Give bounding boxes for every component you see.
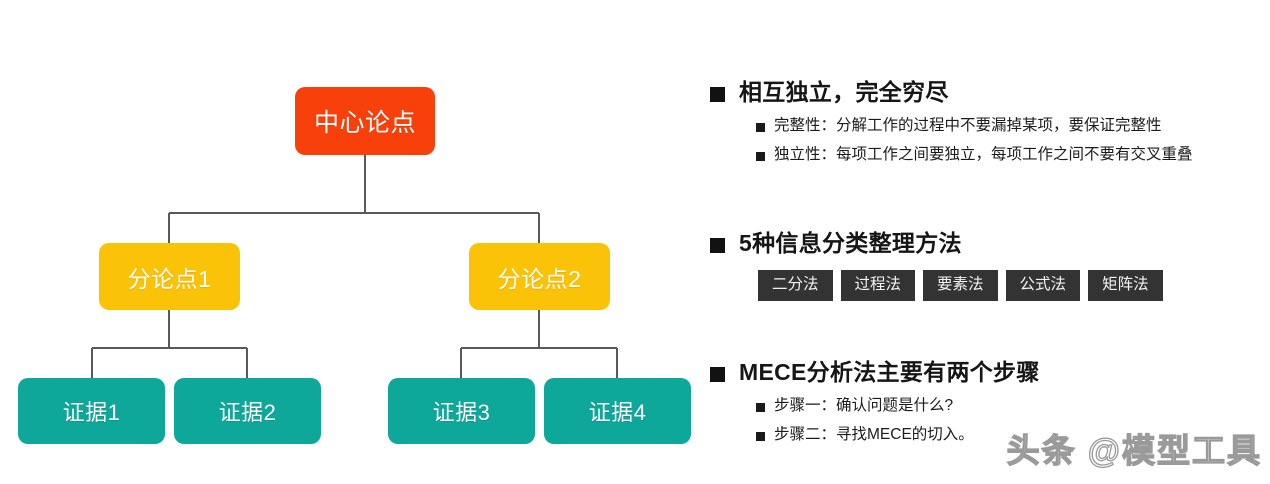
section-3-item-2: 步骤二：寻找MECE的切入。	[774, 425, 974, 443]
bullet-square-small-icon	[756, 151, 765, 161]
section-3-sub-list: 步骤一：确认问题是什么? 步骤二：寻找MECE的切入。	[710, 396, 1270, 446]
list-item: 完整性：分解工作的过程中不要漏掉某项，要保证完整性	[756, 116, 1270, 137]
outline-section-2: 5种信息分类整理方法 二分法 过程法 要素法 公式法 矩阵法	[710, 229, 1270, 302]
method-chip-1[interactable]: 二分法	[758, 269, 833, 302]
node-leaf-2[interactable]: 证据2	[174, 378, 321, 444]
node-leaf-4[interactable]: 证据4	[544, 378, 691, 444]
list-item: 步骤二：寻找MECE的切入。	[756, 425, 1270, 446]
node-branch-1[interactable]: 分论点1	[99, 243, 240, 310]
node-root[interactable]: 中心论点	[295, 87, 435, 155]
bullet-square-small-icon	[756, 122, 765, 132]
node-leaf-4-label: 证据4	[588, 400, 647, 425]
bullet-square-small-icon	[756, 431, 765, 441]
section-3-heading-row: MECE分析法主要有两个步骤	[710, 358, 1270, 387]
outline-panel: 相互独立，完全穷尽 完整性：分解工作的过程中不要漏掉某项，要保证完整性 独立性：…	[710, 0, 1270, 484]
outline-section-1: 相互独立，完全穷尽 完整性：分解工作的过程中不要漏掉某项，要保证完整性 独立性：…	[710, 78, 1270, 174]
section-1-item-1: 完整性：分解工作的过程中不要漏掉某项，要保证完整性	[774, 116, 1162, 134]
method-chip-4[interactable]: 公式法	[1005, 269, 1081, 302]
section-3-heading: MECE分析法主要有两个步骤	[739, 359, 1040, 385]
node-leaf-1-label: 证据1	[62, 400, 121, 425]
node-branch-2[interactable]: 分论点2	[469, 243, 610, 310]
section-1-heading-row: 相互独立，完全穷尽	[710, 78, 1270, 107]
section-1-item-2: 独立性：每项工作之间要独立，每项工作之间不要有交叉重叠	[774, 145, 1193, 163]
section-1-heading: 相互独立，完全穷尽	[739, 79, 949, 105]
node-leaf-2-label: 证据2	[218, 400, 277, 425]
bullet-square-icon	[710, 87, 725, 102]
node-branch-2-label: 分论点2	[497, 265, 582, 292]
bullet-square-small-icon	[756, 402, 765, 412]
method-chip-2[interactable]: 过程法	[840, 269, 916, 302]
node-leaf-3-label: 证据3	[432, 400, 491, 425]
bullet-square-icon	[710, 367, 725, 382]
method-chip-3[interactable]: 要素法	[923, 269, 998, 302]
connector-lines	[91, 155, 618, 378]
method-chip-5[interactable]: 矩阵法	[1088, 269, 1163, 302]
bullet-square-icon	[710, 238, 725, 253]
node-root-label: 中心论点	[313, 109, 416, 137]
section-2-heading-row: 5种信息分类整理方法	[710, 229, 1270, 258]
list-item: 步骤一：确认问题是什么?	[756, 396, 1270, 417]
section-1-sub-list: 完整性：分解工作的过程中不要漏掉某项，要保证完整性 独立性：每项工作之间要独立，…	[710, 116, 1270, 166]
section-3-item-1: 步骤一：确认问题是什么?	[774, 396, 954, 414]
method-chip-group: 二分法 过程法 要素法 公式法 矩阵法	[710, 269, 1270, 302]
outline-section-3: MECE分析法主要有两个步骤 步骤一：确认问题是什么? 步骤二：寻找MECE的切…	[710, 358, 1270, 454]
node-branch-1-label: 分论点1	[127, 265, 212, 292]
node-leaf-1[interactable]: 证据1	[18, 378, 165, 444]
list-item: 独立性：每项工作之间要独立，每项工作之间不要有交叉重叠	[756, 145, 1270, 166]
hierarchy-diagram: 中心论点 分论点1 分论点2 证据1 证据2 证据3 证据4	[18, 87, 691, 444]
section-2-heading: 5种信息分类整理方法	[739, 230, 962, 256]
node-leaf-3[interactable]: 证据3	[388, 378, 535, 444]
